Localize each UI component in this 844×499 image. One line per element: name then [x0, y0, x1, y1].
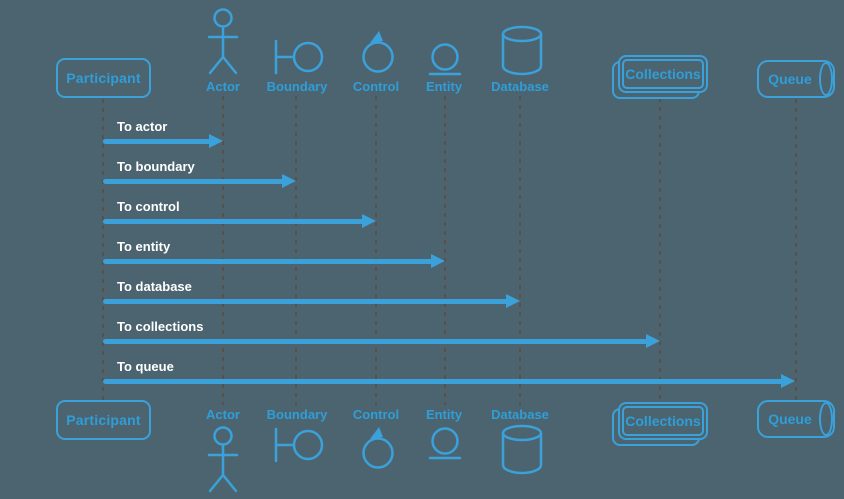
queue-label: Queue	[768, 71, 812, 87]
lifeline-entity	[444, 96, 446, 405]
message-arrowhead	[781, 374, 795, 388]
message-label: To actor	[117, 119, 168, 134]
lifeline-collections	[659, 98, 661, 402]
actor-label-top: Actor	[206, 79, 240, 94]
lifeline-database	[519, 96, 521, 405]
queue-end-ellipse	[819, 62, 833, 96]
message-arrow[interactable]	[103, 179, 284, 184]
entity-label-top: Entity	[425, 79, 463, 94]
collections-inner-border	[622, 59, 704, 89]
entity-icon[interactable]	[427, 427, 463, 460]
participant-label: Participant	[66, 412, 141, 428]
queue-end-ellipse	[819, 402, 833, 436]
queue-label: Queue	[768, 411, 812, 427]
entity-icon[interactable]	[427, 43, 463, 76]
message-arrow[interactable]	[103, 299, 508, 304]
control-icon[interactable]	[358, 424, 398, 470]
message-arrowhead	[362, 214, 376, 228]
control-label-top: Control	[352, 79, 400, 94]
collections-shape-top[interactable]: Collections	[612, 55, 708, 100]
boundary-icon[interactable]	[272, 427, 324, 463]
message-arrowhead	[646, 334, 660, 348]
message-arrow[interactable]	[103, 259, 433, 264]
boundary-icon[interactable]	[272, 39, 324, 75]
collections-inner-border	[622, 406, 704, 436]
message-arrowhead	[506, 294, 520, 308]
lifeline-control	[375, 96, 377, 405]
actor-icon[interactable]	[203, 425, 243, 493]
boundary-label-top: Boundary	[266, 79, 328, 94]
participant-box-top[interactable]: Participant	[56, 58, 151, 98]
participant-box-bottom[interactable]: Participant	[56, 400, 151, 440]
lifeline-queue	[795, 99, 797, 400]
message-label: To boundary	[117, 159, 195, 174]
message-arrowhead	[209, 134, 223, 148]
message-label: To entity	[117, 239, 171, 254]
boundary-label-bottom: Boundary	[266, 407, 328, 422]
message-label: To database	[117, 279, 192, 294]
queue-shape-top[interactable]: Queue	[757, 60, 835, 98]
collections-label: Collections	[625, 413, 701, 429]
database-icon[interactable]	[501, 25, 543, 76]
message-label: To control	[117, 199, 180, 214]
message-arrow[interactable]	[103, 139, 211, 144]
lifeline-participant	[102, 99, 104, 400]
actor-icon[interactable]	[203, 7, 243, 75]
database-icon[interactable]	[501, 424, 543, 475]
message-label: To queue	[117, 359, 174, 374]
message-arrow[interactable]	[103, 379, 783, 384]
message-arrowhead	[431, 254, 445, 268]
collections-front-card: Collections	[618, 402, 708, 440]
collections-front-card: Collections	[618, 55, 708, 93]
collections-shape-bottom[interactable]: Collections	[612, 402, 708, 447]
lifeline-boundary	[295, 96, 297, 405]
database-label-bottom: Database	[491, 407, 549, 422]
control-icon[interactable]	[358, 28, 398, 74]
control-label-bottom: Control	[352, 407, 400, 422]
message-arrowhead	[282, 174, 296, 188]
queue-shape-bottom[interactable]: Queue	[757, 400, 835, 438]
database-label-top: Database	[491, 79, 549, 94]
entity-label-bottom: Entity	[425, 407, 463, 422]
lifeline-actor	[222, 96, 224, 405]
actor-label-bottom: Actor	[206, 407, 240, 422]
message-arrow[interactable]	[103, 219, 364, 224]
message-label: To collections	[117, 319, 204, 334]
collections-label: Collections	[625, 66, 701, 82]
participant-label: Participant	[66, 70, 141, 86]
message-arrow[interactable]	[103, 339, 648, 344]
